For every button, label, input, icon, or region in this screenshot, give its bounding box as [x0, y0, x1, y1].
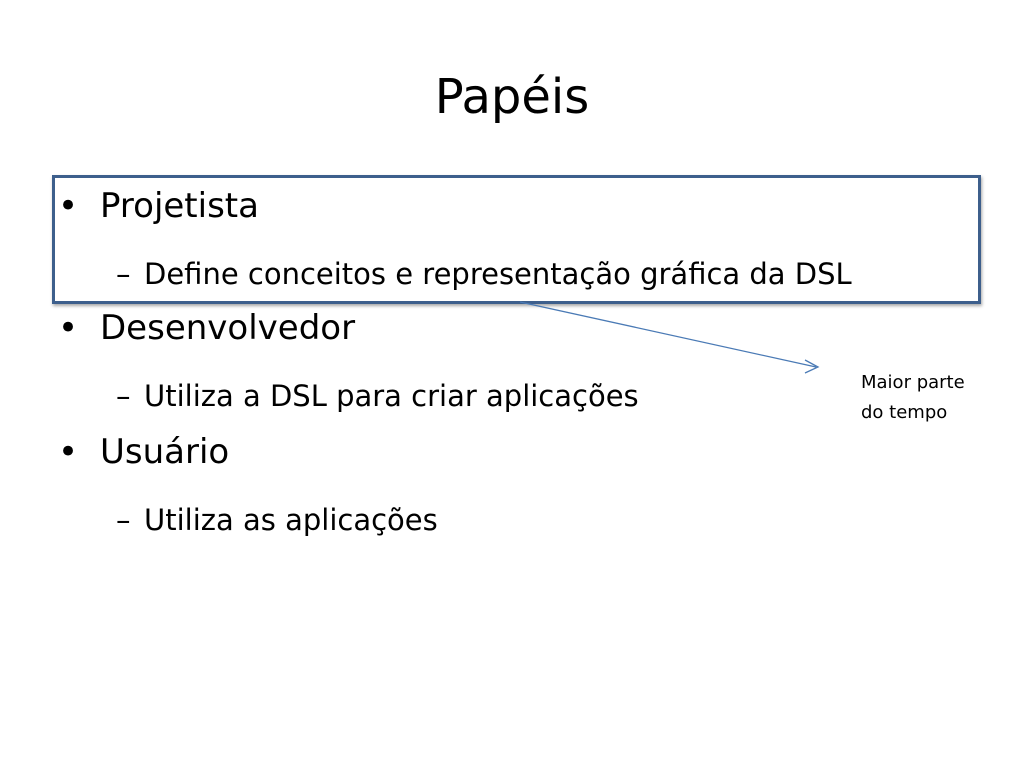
- bullet-label: Usuário: [100, 432, 230, 472]
- bullet-label: Projetista: [100, 186, 259, 226]
- bullet-icon: •: [58, 432, 79, 472]
- bullet-icon: •: [58, 308, 79, 348]
- bullet-label: Desenvolvedor: [100, 308, 356, 348]
- arrow-head-icon: [804, 359, 820, 374]
- dash-icon: –: [116, 257, 131, 291]
- dash-icon: –: [116, 503, 131, 537]
- bullet-icon: •: [58, 186, 79, 226]
- side-note-line2: do tempo: [861, 402, 948, 423]
- side-note-line1: Maior parte: [861, 372, 965, 393]
- sub-item-label: Utiliza a DSL para criar aplicações: [144, 379, 639, 413]
- sub-item-label: Define conceitos e representação gráfica…: [144, 257, 852, 291]
- slide-title: Papéis: [434, 69, 590, 125]
- highlight-box: [52, 175, 981, 304]
- arrow-line: [519, 301, 817, 368]
- dash-icon: –: [116, 379, 131, 413]
- sub-item-label: Utiliza as aplicações: [144, 503, 438, 537]
- side-note: Maior parte do tempo: [861, 368, 1011, 428]
